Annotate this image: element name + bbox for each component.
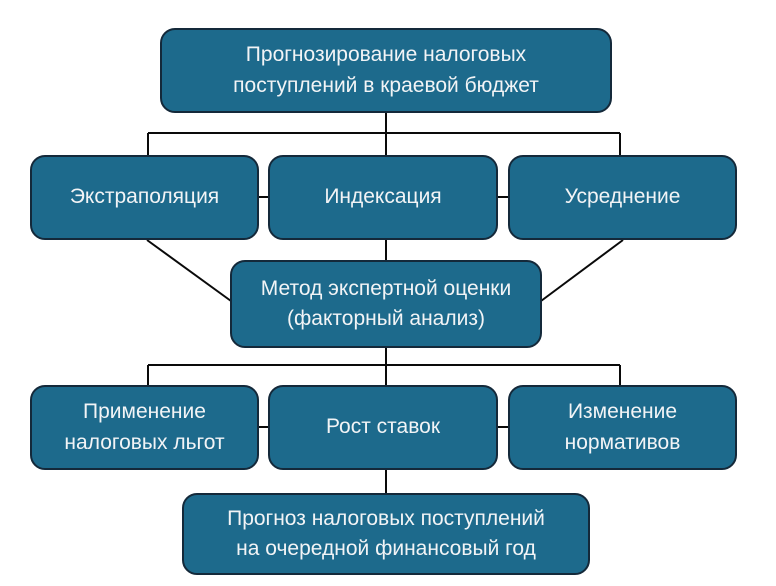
connector-expert-to-row3 [147, 347, 621, 386]
node-expert-method: Метод экспертной оценки (факторный анали… [230, 260, 542, 348]
node-indexation: Индексация [268, 155, 498, 240]
node-indexation-label: Индексация [324, 185, 442, 209]
node-averaging-label: Усреднение [564, 185, 681, 209]
node-expert-method-label: Метод экспертной оценки (факторный анали… [260, 276, 512, 330]
connector-row2-to-expert [146, 239, 624, 302]
node-standards-change: Изменение нормативов [508, 385, 737, 470]
node-forecast: Прогноз налоговых поступлений на очередн… [182, 493, 590, 575]
node-extrapolation-label: Экстраполяция [69, 185, 220, 209]
node-tax-benefits: Применение налоговых льгот [30, 385, 259, 470]
node-root: Прогнозирование налоговых поступлений в … [160, 28, 612, 113]
node-standards-change-label: Изменение нормативов [564, 400, 681, 454]
node-extrapolation: Экстраполяция [30, 155, 259, 240]
node-rate-growth: Рост ставок [268, 385, 498, 470]
node-forecast-label: Прогноз налоговых поступлений на очередн… [227, 506, 545, 560]
connector-root-to-row2 [147, 113, 621, 156]
node-rate-growth-label: Рост ставок [325, 415, 441, 439]
node-root-label: Прогнозирование налоговых поступлений в … [233, 43, 539, 97]
node-averaging: Усреднение [508, 155, 737, 240]
node-tax-benefits-label: Применение налоговых льгот [64, 400, 225, 454]
